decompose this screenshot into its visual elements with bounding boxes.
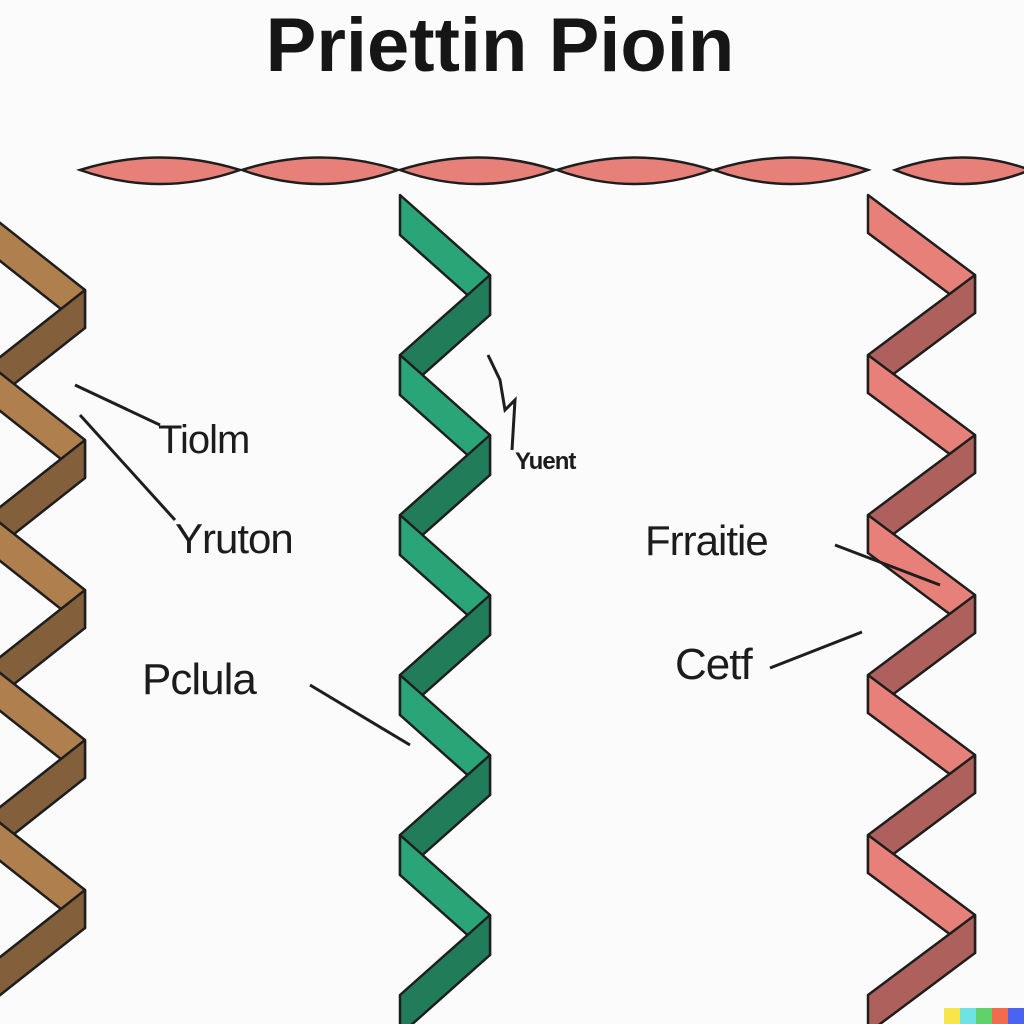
label-yruton: Yruton xyxy=(175,515,294,562)
stripe-block xyxy=(944,1008,960,1024)
label-pclula: Pclula xyxy=(142,655,257,704)
label-frraitie: Frraitie xyxy=(645,517,769,564)
stripe-block xyxy=(960,1008,976,1024)
diagram-title: Priettin Pioin xyxy=(265,3,735,88)
brown-helix xyxy=(0,221,87,997)
helix-back-strand xyxy=(0,888,87,997)
banner-segment xyxy=(238,156,402,186)
label-cetf: Cetf xyxy=(675,640,753,689)
top-banner-ribbon xyxy=(76,156,1024,186)
helix-back-strand xyxy=(866,913,977,1024)
leader-yuent xyxy=(486,354,517,451)
helix-back-strand xyxy=(0,738,87,847)
color-stripe-mark xyxy=(944,1008,1024,1024)
helix-back-strand xyxy=(0,438,87,547)
leader-tiolm xyxy=(74,383,161,427)
helix-back-strand xyxy=(0,288,87,397)
label-tiolm: Tiolm xyxy=(158,418,250,462)
green-helix xyxy=(398,193,492,1024)
leader-frraitie xyxy=(834,543,941,587)
stripe-block xyxy=(1008,1008,1024,1024)
stripe-block xyxy=(976,1008,992,1024)
stripe-block xyxy=(992,1008,1008,1024)
banner-segment xyxy=(76,156,244,186)
leader-pclula xyxy=(309,683,411,747)
banner-segment xyxy=(710,156,872,186)
banner-segment xyxy=(553,156,716,186)
leader-lines xyxy=(74,354,941,747)
leader-cetf xyxy=(769,630,863,670)
pink-helix xyxy=(866,193,977,1024)
label-yuent: Yuent xyxy=(515,448,576,475)
banner-segment xyxy=(396,156,559,186)
banner-segment xyxy=(891,156,1024,186)
helix-back-strand xyxy=(0,588,87,697)
helix-back-strand xyxy=(398,913,492,1024)
leader-yruton xyxy=(78,413,177,522)
